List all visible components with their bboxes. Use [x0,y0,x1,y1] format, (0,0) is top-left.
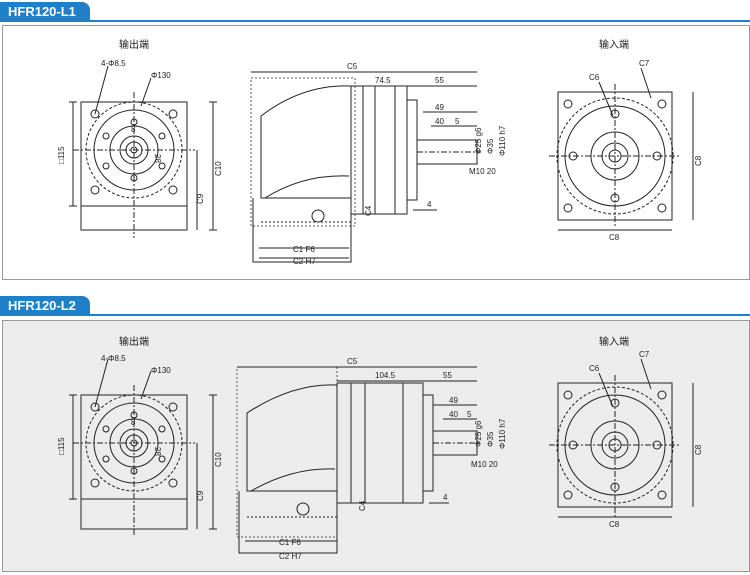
length2-dim: 55 [443,371,452,380]
c8-side-dim: C8 [694,155,703,166]
length4-dim: 40 [449,410,458,419]
four-dim: 4 [427,200,432,209]
output-end-label: 输出端 [119,38,149,51]
c9-dim: C9 [196,490,205,501]
c4-dim: C4 [358,500,367,511]
holes-dim: 4-Φ8.5 [101,59,126,68]
c6-dim: C6 [589,73,600,82]
c10-dim: C10 [214,161,223,176]
section-divider-l1 [0,20,750,22]
c10-dim: C10 [214,452,223,467]
length2-dim: 55 [435,76,444,85]
length5-dim: 5 [467,410,472,419]
key-dim: 8 [131,125,136,134]
pilot-dia-dim: Φ35 [486,138,495,154]
c5-dim: C5 [347,62,358,71]
length1-dim: 104.5 [375,371,396,380]
section-divider-l2 [0,314,750,316]
drawing-panel-l1: 输出端 4-Φ8.5 Φ130 □115 8 28 C10 C9 C5 74.5… [2,25,750,280]
c5-dim: C5 [347,357,358,366]
holes-dim: 4-Φ8.5 [101,354,126,363]
c9-dim: C9 [196,193,205,204]
flange-dim: Φ130 [151,366,171,375]
flange-dia-dim: Φ110 h7 [498,125,507,156]
c8-side-dim: C8 [694,444,703,455]
length3-dim: 49 [435,103,444,112]
four-dim: 4 [443,493,448,502]
length1-dim: 74.5 [375,76,391,85]
c6-dim: C6 [589,364,600,373]
section-title-l1: HFR120-L1 [0,2,90,22]
c2-dim: C2 H7 [293,257,316,266]
technical-drawing-l1: 输出端 4-Φ8.5 Φ130 □115 8 28 C10 C9 C5 74.5… [57,38,703,266]
input-end-label: 输入端 [599,38,629,51]
c1-dim: C1 F6 [279,538,301,547]
drawing-panel-l2: 输出端 4-Φ8.5 Φ130 □115 8 28 C10 C9 C5 104.… [2,320,750,572]
thread-dim: M10 20 [469,167,496,176]
output-end-label: 输出端 [119,335,149,348]
key-dim: 8 [131,418,136,427]
c2-dim: C2 H7 [279,552,302,561]
c8-bottom-dim: C8 [609,520,620,529]
shaft-dia-dim: Φ25 g6 [474,127,483,154]
c1-dim: C1 F6 [293,245,315,254]
c4-dim: C4 [364,205,373,216]
length5-dim: 5 [455,117,460,126]
c8-bottom-dim: C8 [609,233,620,242]
length3-dim: 49 [449,396,458,405]
thread-dim: M10 20 [471,460,498,469]
pilot-dia-dim: Φ35 [486,431,495,447]
c7-dim: C7 [639,350,650,359]
input-end-label: 输入端 [599,335,629,348]
length4-dim: 40 [435,117,444,126]
square-dim: □115 [57,146,66,164]
section-title-l2: HFR120-L2 [0,296,90,316]
square-dim: □115 [57,437,66,455]
flange-dia-dim: Φ110 h7 [498,418,507,449]
shaft-dia-dim: Φ25 g6 [474,420,483,447]
shaft-dim: 28 [153,154,162,163]
shaft-dim: 28 [153,447,162,456]
flange-dim: Φ130 [151,71,171,80]
technical-drawing-l2: 输出端 4-Φ8.5 Φ130 □115 8 28 C10 C9 C5 104.… [57,335,703,561]
c7-dim: C7 [639,59,650,68]
